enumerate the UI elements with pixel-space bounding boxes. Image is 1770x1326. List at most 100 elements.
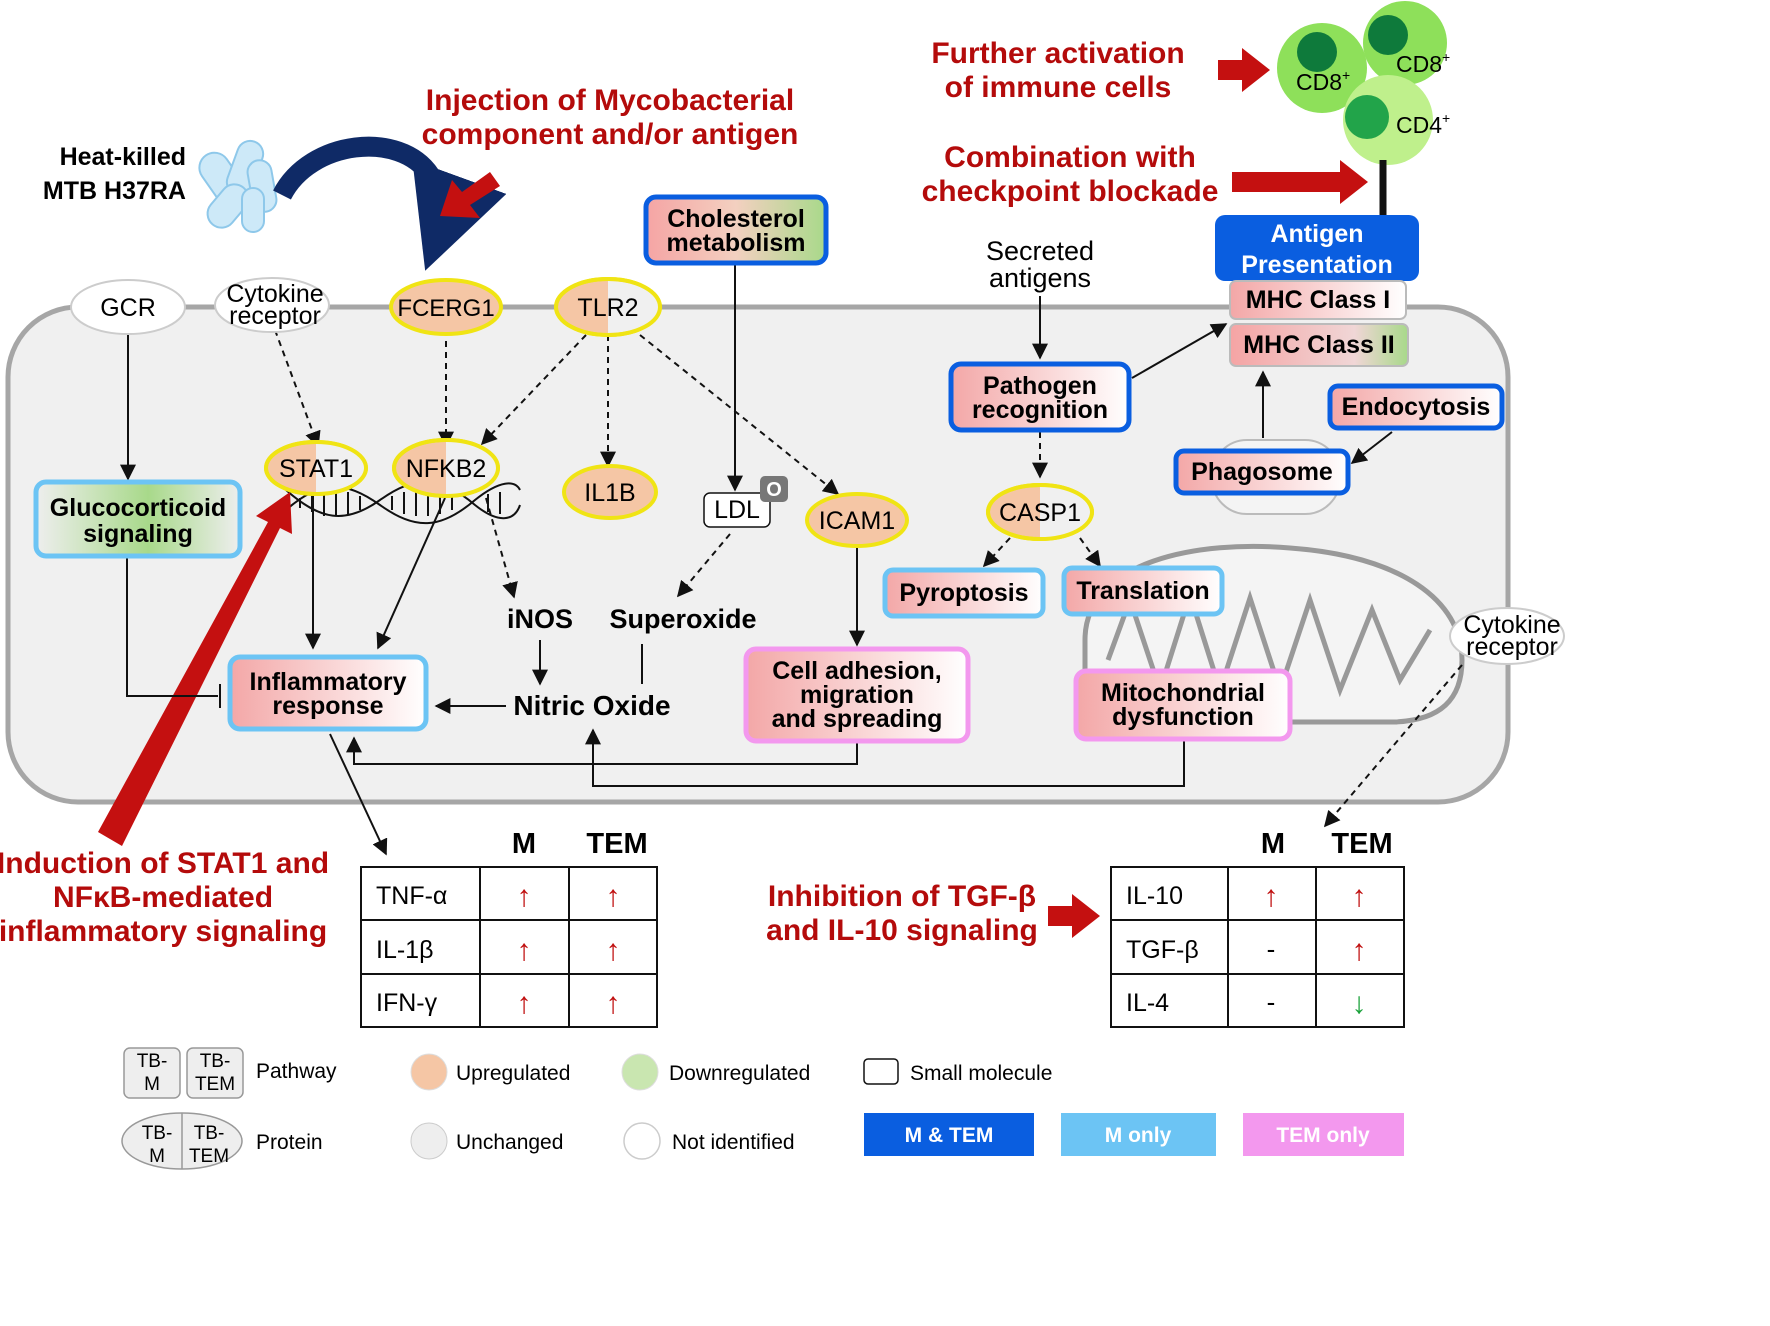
legend-protein-left-1: TB- xyxy=(142,1123,173,1144)
table-right-row2-m: - xyxy=(1267,934,1276,964)
legend-pathway-left-2: M xyxy=(144,1074,160,1095)
legend-protein-left-2: M xyxy=(149,1146,165,1167)
endocytosis-label: Endocytosis xyxy=(1342,393,1491,421)
gluco-line1: Glucocorticoid xyxy=(50,494,226,522)
legend-protein-label: Protein xyxy=(256,1131,323,1154)
cytokine-table-right: M TEM IL-10 ↑ ↑ TGF-β - ↑ IL-4 - ↓ xyxy=(1110,828,1405,1028)
connectors xyxy=(120,264,1463,856)
mito-line1: Mitochondrial xyxy=(1101,679,1265,707)
injection-curve-arrow xyxy=(273,136,507,271)
pathway-translation: Translation xyxy=(1061,565,1225,617)
gcr-label: GCR xyxy=(100,294,156,322)
superoxide-label: Superoxide xyxy=(609,604,756,634)
injection-line1: Injection of Mycobacterial xyxy=(426,84,794,117)
adhesion-line2: migration xyxy=(800,681,914,709)
mhc1-label: MHC Class I xyxy=(1246,286,1390,314)
further-activation-line1: Further activation xyxy=(931,37,1184,70)
table-left-row3-label: IFN-γ xyxy=(376,989,438,1017)
pathway-phagosome: Phagosome xyxy=(1173,448,1351,496)
legend-unchanged: Unchanged xyxy=(456,1131,563,1154)
stat1-label: STAT1 xyxy=(279,455,353,483)
table-right-row3-label: IL-4 xyxy=(1126,989,1169,1017)
casp1-label: CASP1 xyxy=(999,499,1081,527)
pathway-glucocorticoid-signaling: Glucocorticoid signaling xyxy=(33,479,243,559)
adhesion-line3: and spreading xyxy=(772,705,943,733)
secreted-line1: Secreted xyxy=(986,236,1094,266)
protein-stat1: STAT1 xyxy=(264,440,368,496)
pathway-antigen-presentation: Antigen Presentation xyxy=(1215,215,1419,281)
cytokine-table-left: M TEM TNF-α ↑ ↑ IL-1β ↑ ↑ IFN-γ ↑ ↑ xyxy=(360,828,658,1028)
legend-pathway-key: TB- M TB- TEM Pathway xyxy=(123,1047,337,1099)
nitric-oxide-label: Nitric Oxide xyxy=(513,690,670,721)
cytokine-receptor-right: Cytokine receptor xyxy=(1449,607,1565,665)
legend-upregulated: Upregulated xyxy=(456,1062,570,1085)
protein-tlr2: TLR2 xyxy=(554,277,662,337)
table-left-row2-m: ↑ xyxy=(517,934,532,967)
secreted-line2: antigens xyxy=(989,263,1091,293)
tlr2-label: TLR2 xyxy=(577,294,638,322)
table-left-row1-m: ↑ xyxy=(517,880,532,913)
table-right-row1-tem: ↑ xyxy=(1352,880,1367,913)
induction-line2: NFκB-mediated xyxy=(53,881,273,914)
inflammatory-line2: response xyxy=(272,692,383,720)
table-left-header-m: M xyxy=(512,828,536,860)
table-left-row2-label: IL-1β xyxy=(376,936,433,964)
protein-icam1: ICAM1 xyxy=(805,492,909,548)
table-left-header-tem: TEM xyxy=(586,828,647,860)
mhc-class-1: MHC Class I xyxy=(1229,280,1407,320)
immune-cell-cd8-a xyxy=(1277,23,1367,113)
stimulus-line1: Heat-killed xyxy=(60,143,186,171)
pathway-mitochondrial-dysfunction: Mitochondrial dysfunction xyxy=(1073,668,1293,742)
immune-cell-cd4 xyxy=(1343,75,1433,165)
table-right-row3-m: - xyxy=(1267,987,1276,1017)
pathway-pathogen-recognition: Pathogen recognition xyxy=(948,361,1132,433)
inos-label: iNOS xyxy=(507,604,573,634)
cytokine-right-line2: receptor xyxy=(1466,633,1558,661)
injection-line2: component and/or antigen xyxy=(422,118,799,151)
antigen-line2: Presentation xyxy=(1241,251,1392,279)
legend: TB- M TB- TEM Pathway TB- M TB- TEM Prot… xyxy=(121,1047,1404,1170)
antigen-line1: Antigen xyxy=(1270,220,1363,248)
mhc-class-2: MHC Class II xyxy=(1229,323,1409,367)
legend-pathway-label: Pathway xyxy=(256,1060,337,1083)
legend-tem-only: TEM only xyxy=(1276,1124,1370,1147)
inhibition-line1: Inhibition of TGF-β xyxy=(768,880,1036,913)
induction-line3: inflammatory signaling xyxy=(0,915,327,948)
table-left-row3-m: ↑ xyxy=(517,987,532,1020)
cd4-label: CD4+ xyxy=(1396,110,1450,138)
legend-small-molecule: Small molecule xyxy=(910,1062,1052,1085)
table-left-row2-tem: ↑ xyxy=(606,934,621,967)
table-right-row2-label: TGF-β xyxy=(1126,936,1199,964)
table-right-row2-tem: ↑ xyxy=(1352,934,1367,967)
cytokine-left-line2: receptor xyxy=(229,302,321,330)
cd8-b-label: CD8+ xyxy=(1396,49,1450,77)
legend-pathway-right-2: TEM xyxy=(195,1074,235,1095)
pathway-endocytosis: Endocytosis xyxy=(1327,383,1505,431)
table-left-row1-label: TNF-α xyxy=(376,882,447,910)
table-right-row1-m: ↑ xyxy=(1264,880,1279,913)
legend-m-only: M only xyxy=(1105,1124,1172,1147)
fcerg1-label: FCERG1 xyxy=(397,295,494,322)
stimulus-line2: MTB H37RA xyxy=(43,177,186,205)
legend-pathway-left-1: TB- xyxy=(137,1051,168,1072)
phagosome-label: Phagosome xyxy=(1191,458,1333,486)
inflammatory-line1: Inflammatory xyxy=(250,668,407,696)
table-left-row3-tem: ↑ xyxy=(606,987,621,1020)
il1b-label: IL1B xyxy=(584,479,635,507)
further-activation-line2: of immune cells xyxy=(945,71,1172,104)
combination-line1: Combination with xyxy=(944,141,1196,174)
protein-casp1: CASP1 xyxy=(986,483,1094,541)
icam1-label: ICAM1 xyxy=(819,507,895,535)
immune-cell-cd8-b xyxy=(1363,1,1447,85)
pathogen-line1: Pathogen xyxy=(983,372,1097,400)
cytokine-receptor-left: Cytokine receptor xyxy=(214,277,330,333)
combination-line2: checkpoint blockade xyxy=(922,175,1219,208)
legend-protein-right-2: TEM xyxy=(189,1146,229,1167)
inhibition-line2: and IL-10 signaling xyxy=(766,914,1038,947)
pathway-pyroptosis: Pyroptosis xyxy=(882,567,1046,619)
legend-protein-right-1: TB- xyxy=(194,1123,225,1144)
table-left-row1-tem: ↑ xyxy=(606,880,621,913)
ldl-label: LDL xyxy=(714,496,760,524)
nfkb2-label: NFKB2 xyxy=(406,455,487,483)
